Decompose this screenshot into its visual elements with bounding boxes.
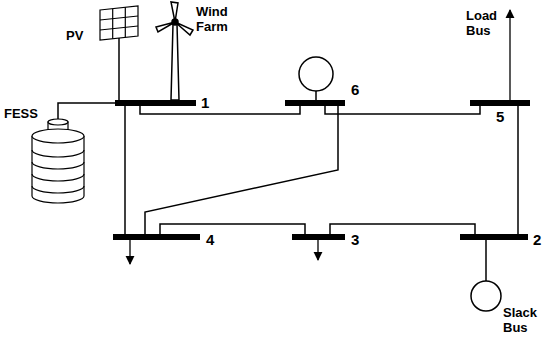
transmission-line — [145, 106, 338, 234]
transmission-line — [517, 106, 519, 234]
bus-bar: 2 — [460, 234, 528, 240]
transmission-line — [160, 224, 305, 234]
bus-number: 5 — [496, 109, 504, 125]
component-label: Slack Bus — [503, 305, 543, 335]
component-label: Load Bus — [466, 8, 506, 38]
bus-bar: 1 — [115, 100, 196, 106]
transmission-line — [140, 106, 300, 114]
bus-number: 4 — [206, 232, 214, 248]
component-label: Wind Farm — [196, 4, 240, 34]
generator-symbol — [299, 57, 333, 100]
transmission-line — [124, 106, 126, 234]
bus-number: 1 — [201, 95, 209, 111]
bus-number: 2 — [533, 232, 541, 248]
bus-number: 6 — [351, 82, 359, 98]
bus-bar: 6 — [285, 100, 345, 106]
bus-bar: 3 — [292, 234, 345, 240]
bus-bar: 4 — [113, 234, 200, 240]
load-arrow — [130, 10, 510, 264]
component-label: PV — [66, 28, 96, 43]
fess-flywheel — [32, 103, 115, 203]
wind-turbine — [156, 2, 193, 100]
transmission-line — [325, 106, 480, 114]
bus-bar: 5 — [470, 100, 530, 106]
bus-number: 3 — [351, 232, 359, 248]
pv-panel — [100, 6, 138, 100]
slack-generator — [471, 240, 501, 311]
component-label: FESS — [4, 106, 44, 121]
